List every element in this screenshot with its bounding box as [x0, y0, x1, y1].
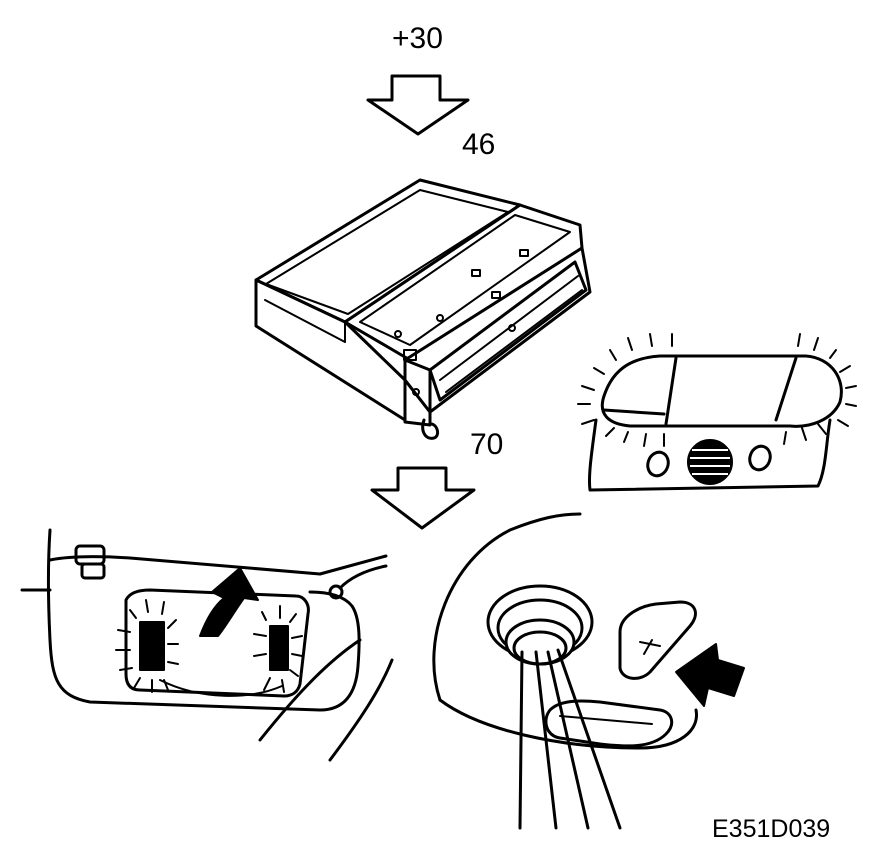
output-down-arrow-icon — [370, 466, 476, 530]
power-down-arrow-icon — [366, 74, 470, 136]
control-module — [254, 178, 592, 440]
interior-lamp — [577, 333, 857, 492]
supply-terminal-label: +30 — [392, 22, 443, 55]
output-number-label: 70 — [470, 428, 504, 461]
figure-code-label: E351D039 — [712, 815, 831, 843]
sun-visor — [20, 528, 394, 762]
module-number-label: 46 — [462, 128, 496, 161]
ignition-switch — [432, 512, 745, 830]
